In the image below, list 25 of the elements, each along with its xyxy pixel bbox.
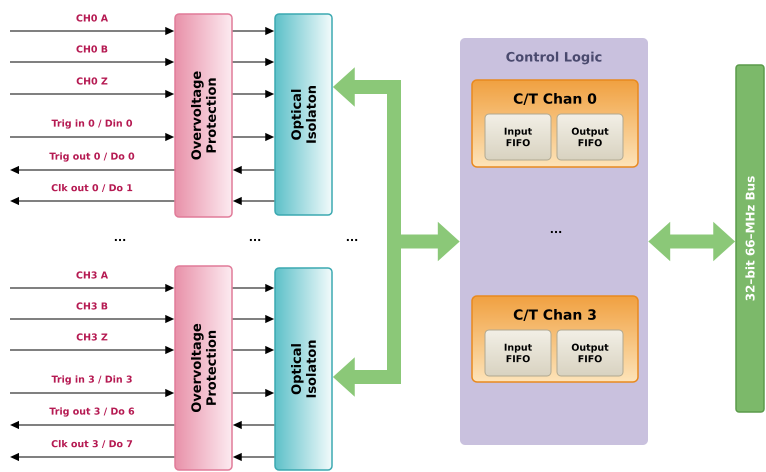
- protection-box: Overvoltage Protection: [174, 265, 233, 471]
- fifo-box: Output FIFO: [556, 330, 624, 376]
- signal-label: Trig out 3 / Do 6: [49, 407, 134, 417]
- signal-label: Clk out 3 / Do 7: [52, 440, 132, 448]
- ellipsis: ...: [550, 230, 562, 234]
- signal-label: CH3 A: [76, 271, 108, 279]
- signal-label: Trig in 3 / Din 3: [52, 375, 132, 385]
- signal-label: CH3 Z: [76, 333, 108, 341]
- ellipsis: ...: [250, 238, 260, 242]
- protection-box: Overvoltage Protection: [174, 13, 233, 218]
- bus-bar: 32–bit 66–MHz Bus: [735, 64, 765, 413]
- signal-label: CH0 Z: [76, 77, 108, 85]
- signal-label: CH3 B: [76, 302, 108, 310]
- signal-label: Clk out 0 / Do 1: [52, 184, 132, 192]
- fifo-box: Input FIFO: [484, 330, 552, 376]
- isolation-box: Optical Isolaton: [274, 267, 333, 471]
- fifo-box: Input FIFO: [484, 114, 552, 160]
- signal-label: CH0 B: [76, 45, 108, 53]
- ellipsis: ...: [346, 238, 358, 242]
- signal-label: Trig in 0 / Din 0: [52, 119, 132, 129]
- ellipsis: ...: [114, 238, 126, 242]
- signal-label: Trig out 0 / Do 0: [49, 152, 134, 162]
- signal-label: CH0 A: [76, 14, 108, 22]
- isolation-box: Optical Isolaton: [274, 13, 333, 216]
- fifo-box: Output FIFO: [556, 114, 624, 160]
